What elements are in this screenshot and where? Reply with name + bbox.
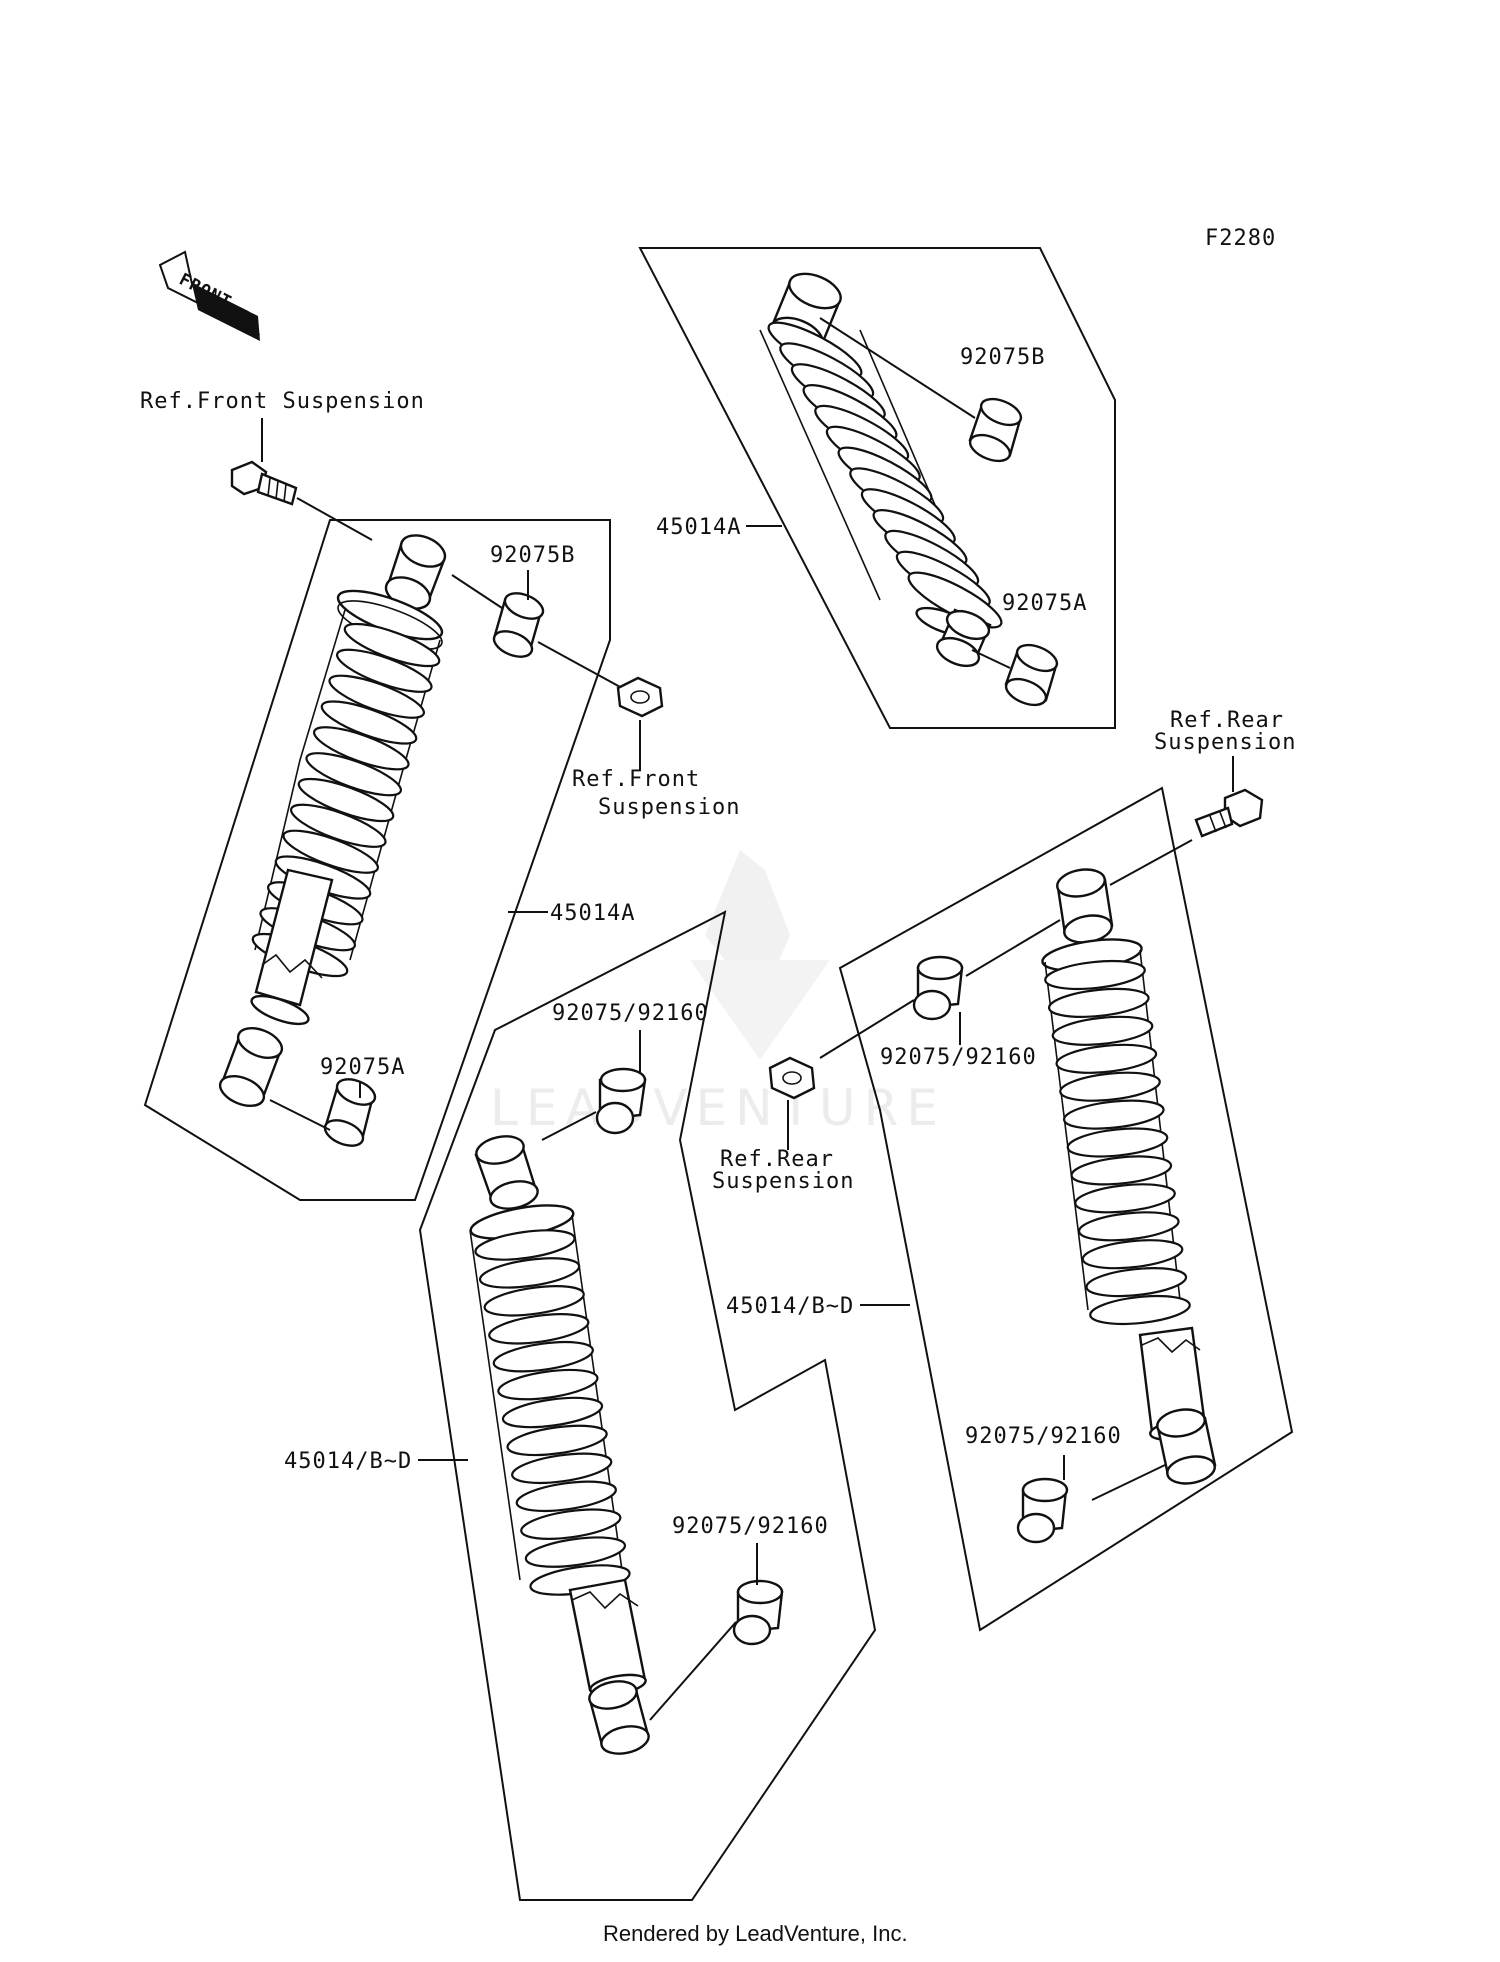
- spring-coil: [524, 1536, 627, 1568]
- spring-coil: [501, 1396, 604, 1429]
- shock-bottom-eye-rear-right: [1156, 1408, 1217, 1485]
- spring-coil: [1051, 1015, 1154, 1046]
- bushing-92075B-front-right: [968, 397, 1023, 463]
- spring-coil: [1089, 1294, 1191, 1326]
- shock-spring-rear-left: [469, 1204, 647, 1697]
- label-92075-92160-rear-left-bottom: 92075/92160: [672, 1514, 829, 1539]
- spring-coil: [1070, 1155, 1173, 1186]
- label-92075A-front-right: 92075A: [1002, 591, 1087, 616]
- spring-coil: [1085, 1267, 1188, 1298]
- footer-credit: Rendered by LeadVenture, Inc.: [603, 1921, 908, 1946]
- figure-code: F2280: [1205, 226, 1276, 251]
- bushing-92075A-front-left: [323, 1078, 377, 1147]
- ref-rear-suspension-nut-label-1: Ref.Rear: [720, 1147, 834, 1172]
- shock-bottom-eye-front-left: [218, 1026, 284, 1108]
- ref-rear-suspension-nut-label-2: Suspension: [712, 1169, 854, 1194]
- bushing-92075B-front-left: [492, 592, 545, 658]
- ref-rear-suspension-top-label-1: Ref.Rear: [1170, 708, 1284, 733]
- bushing-92075A-front-right: [1004, 643, 1059, 707]
- spring-coil: [506, 1424, 608, 1457]
- bolt-front-left: [230, 460, 298, 506]
- panel-front-left: [143, 519, 611, 1201]
- shock-top-eye-rear-left: [474, 1135, 539, 1210]
- label-92075B-front-right: 92075B: [960, 345, 1045, 370]
- shock-spring-front-right: [759, 321, 1003, 638]
- spring-coil: [1059, 1071, 1161, 1102]
- shock-spring-front-left: [250, 589, 444, 1026]
- spring-coil: [1074, 1183, 1176, 1214]
- shock-bottom-eye-rear-left: [588, 1680, 650, 1755]
- spring-coil: [1044, 959, 1146, 991]
- shock-top-eye-front-left: [384, 534, 447, 610]
- label-45014A-front-left: 45014A: [550, 901, 635, 926]
- shock-bottom-eye-front-right: [935, 608, 992, 668]
- label-92075-92160-rear-right-top: 92075/92160: [880, 1045, 1037, 1070]
- watermark: LEADVENTURE: [490, 850, 946, 1137]
- spring-coil: [1081, 1239, 1184, 1270]
- spring-coil: [492, 1340, 594, 1373]
- spring-coil: [1055, 1043, 1158, 1074]
- bushing-92075-92160-rear-right-bottom: [1016, 1477, 1069, 1544]
- front-arrow-icon: FRONT: [158, 250, 261, 341]
- watermark-text: LEADVENTURE: [490, 1079, 946, 1137]
- nut-front-left: [616, 676, 664, 718]
- bushing-92075-92160-rear-right-top: [912, 955, 964, 1021]
- ref-rear-suspension-top-label-2: Suspension: [1154, 730, 1296, 755]
- spring-coil: [1066, 1127, 1169, 1158]
- spring-coil: [483, 1285, 585, 1317]
- spring-coil: [497, 1368, 599, 1401]
- nut-rear-right: [768, 1056, 816, 1100]
- label-92075-92160-rear-left-top: 92075/92160: [552, 1001, 709, 1026]
- spring-coil: [1062, 1099, 1165, 1130]
- bushing-92075-92160-rear-left-top: [595, 1067, 647, 1135]
- label-92075-92160-rear-right-bottom: 92075/92160: [965, 1424, 1122, 1449]
- ref-front-suspension-nut-label-1: Ref.Front: [572, 767, 700, 792]
- shock-top-eye-rear-right: [1056, 868, 1114, 944]
- label-92075A-front-left: 92075A: [320, 1055, 405, 1080]
- bushing-92075-92160-rear-left-bottom: [732, 1579, 784, 1646]
- spring-coil: [520, 1508, 622, 1540]
- label-45014-B-D-rear-left: 45014/B~D: [284, 1449, 412, 1474]
- label-45014A-front-right: 45014A: [656, 515, 741, 540]
- bolt-rear-right: [1194, 788, 1264, 838]
- spring-coil: [1047, 987, 1150, 1018]
- panel-rear-right: [838, 786, 1294, 1632]
- spring-coil: [511, 1452, 613, 1485]
- spring-coil: [478, 1257, 581, 1289]
- spring-coil: [1077, 1211, 1180, 1242]
- spring-coil: [488, 1313, 590, 1345]
- spring-coil: [474, 1229, 576, 1261]
- label-92075B-front-left: 92075B: [490, 543, 575, 568]
- panel-rear-left: [418, 910, 877, 1901]
- ref-front-suspension-label: Ref.Front Suspension: [140, 389, 425, 414]
- ref-front-suspension-nut-label-2: Suspension: [598, 795, 740, 820]
- panel-front-right: [638, 247, 1116, 729]
- spring-coil: [515, 1480, 617, 1513]
- label-45014-B-D-rear-right: 45014/B~D: [726, 1294, 854, 1319]
- shock-spring-rear-right: [1041, 938, 1207, 1441]
